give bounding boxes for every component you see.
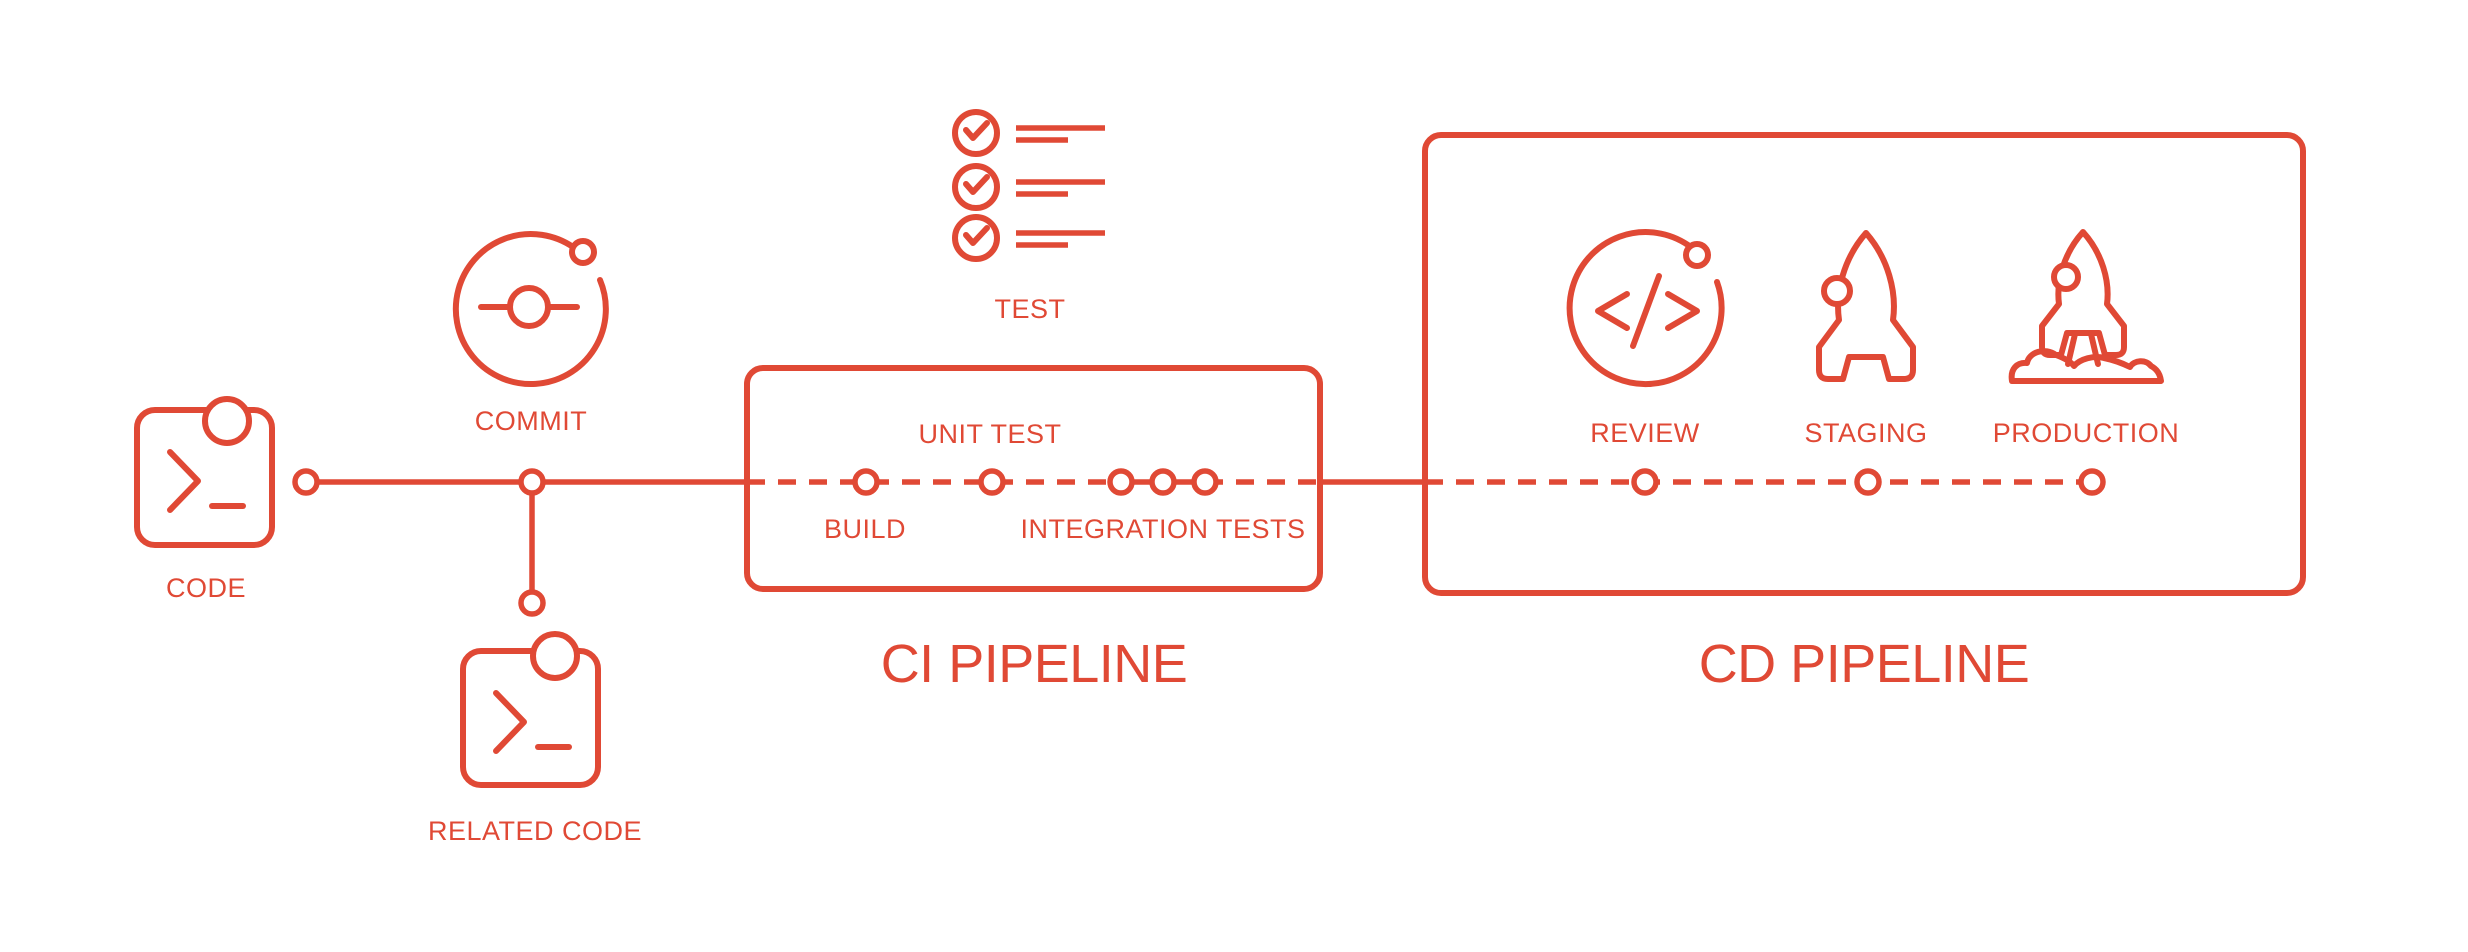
stage-labels: CODE COMMIT RELATED CODE TEST UNIT TEST … [166,294,2179,846]
review-icon [1566,229,1725,388]
review-icon-orbit [1566,229,1725,388]
code-icon-frame [134,407,275,548]
build-node [852,468,880,496]
production-launch-icon [2008,229,2164,384]
staging-label: STAGING [1804,418,1927,448]
production-rocket-body [2039,229,2127,358]
check-mark-3 [963,225,990,246]
cd-pipeline-box [1422,132,2306,596]
pipeline-nodes [292,468,2106,617]
check-mark-1 [963,120,990,141]
test-checklist-icon [952,109,1105,262]
integration-tests-label: INTEGRATION TESTS [1020,514,1305,544]
code-icon-chevron [167,449,201,513]
commit-icon [452,231,609,388]
review-icon-right-bracket [1665,291,1700,331]
check-circle-3 [952,214,1000,262]
branch-node [518,589,546,617]
cd-pipeline-title: CD PIPELINE [1699,634,2030,694]
unit-test-node [978,468,1006,496]
related-code-icon [460,631,601,788]
staging-node [1854,468,1882,496]
production-node [2078,468,2106,496]
code-label: CODE [166,573,246,603]
staging-rocket-icon [1816,230,1916,382]
related-code-label: RELATED CODE [428,816,642,846]
review-icon-satellite [1683,241,1711,269]
check-circle-2 [952,163,1000,211]
related-code-icon-frame [460,648,601,788]
commit-label: COMMIT [475,406,587,436]
code-icon [134,396,275,548]
review-node [1631,468,1659,496]
production-smoke-cloud [2008,348,2164,384]
commit-icon-satellite [569,238,597,266]
related-code-icon-chevron [493,690,527,754]
build-label: BUILD [824,514,906,544]
integration-node-2 [1149,468,1177,496]
review-icon-left-bracket [1595,291,1630,331]
integration-node-1 [1107,468,1135,496]
commit-icon-center-circle [507,285,551,329]
integration-node-3 [1191,468,1219,496]
related-code-icon-circle [530,631,580,681]
ci-pipeline-box [744,365,1323,592]
test-label: TEST [994,294,1065,324]
commit-node [518,468,546,496]
ci-pipeline-title: CI PIPELINE [881,634,1188,694]
check-mark-2 [963,174,990,195]
review-icon-slash [1630,273,1662,349]
unit-test-label: UNIT TEST [918,419,1061,449]
commit-icon-orbit [452,231,609,388]
production-rocket-porthole [2051,262,2081,292]
review-label: REVIEW [1590,418,1700,448]
production-label: PRODUCTION [1993,418,2180,448]
staging-rocket-porthole [1821,275,1853,307]
check-circle-1 [952,109,1000,157]
start-node [292,468,320,496]
code-icon-circle [202,396,252,446]
